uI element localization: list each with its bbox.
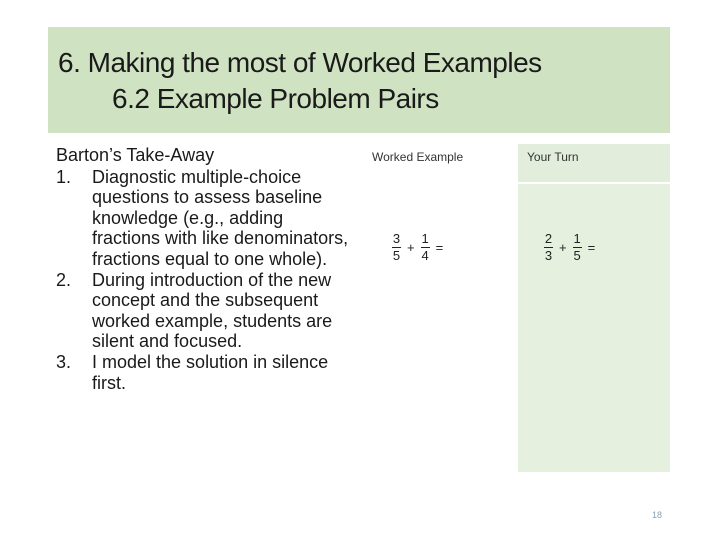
equals-sign: = xyxy=(587,240,596,255)
slide-subtitle: 6.2 Example Problem Pairs xyxy=(112,83,439,114)
worked-example-header: Worked Example xyxy=(364,144,516,182)
numerator: 1 xyxy=(573,231,581,246)
your-turn-body: 2 3 + 1 5 = xyxy=(518,184,670,472)
your-turn-expression: 2 3 + 1 5 = xyxy=(544,232,601,263)
fraction: 1 5 xyxy=(572,231,582,263)
equals-sign: = xyxy=(435,240,444,255)
denominator: 4 xyxy=(421,248,429,263)
header-divider xyxy=(518,182,670,184)
numerator: 3 xyxy=(392,231,401,246)
list-item-text: I model the solution in silence first. xyxy=(92,351,329,393)
plus-sign: + xyxy=(559,240,567,255)
panel-divider xyxy=(516,144,518,472)
list-item-text: Diagnostic multiple-choice questions to … xyxy=(92,166,349,269)
your-turn-panel: Your Turn 2 3 + 1 5 = xyxy=(518,144,670,472)
your-turn-header: Your Turn xyxy=(518,144,670,182)
worked-example-body: 3 5 + 1 4 = xyxy=(364,184,516,472)
fraction: 2 3 xyxy=(544,232,553,263)
fraction: 3 5 xyxy=(392,232,401,263)
denominator: 3 xyxy=(544,248,553,263)
numerator: 1 xyxy=(421,231,429,246)
worked-example-label: Worked Example xyxy=(372,150,464,164)
takeaway-section: Barton’s Take-Away 1. Diagnostic multipl… xyxy=(56,145,356,393)
slide-number: 18 xyxy=(652,510,663,520)
list-item: 2. During introduction of the new concep… xyxy=(56,270,356,352)
list-item: 1. Diagnostic multiple-choice questions … xyxy=(56,167,356,270)
your-turn-label: Your Turn xyxy=(527,150,579,164)
slide-title: 6. Making the most of Worked Examples xyxy=(58,47,542,78)
list-item-number: 2. xyxy=(56,269,72,290)
title-banner: 6. Making the most of Worked Examples 6.… xyxy=(48,27,670,133)
worked-example-expression: 3 5 + 1 4 = xyxy=(392,232,449,263)
list-item: 3. I model the solution in silence first… xyxy=(56,352,356,393)
fraction-bar xyxy=(572,247,582,248)
denominator: 5 xyxy=(573,248,581,263)
fraction: 1 4 xyxy=(420,231,430,263)
denominator: 5 xyxy=(392,248,401,263)
takeaway-heading: Barton’s Take-Away xyxy=(56,145,215,165)
takeaway-list: 1. Diagnostic multiple-choice questions … xyxy=(56,167,356,394)
list-item-text: During introduction of the new concept a… xyxy=(92,269,333,352)
list-item-number: 1. xyxy=(56,166,72,187)
numerator: 2 xyxy=(544,231,553,246)
plus-sign: + xyxy=(407,240,415,255)
fraction-bar xyxy=(420,247,430,248)
worked-example-panel: Worked Example 3 5 + 1 4 = xyxy=(364,144,516,472)
list-item-number: 3. xyxy=(56,351,72,372)
fraction-bar xyxy=(392,247,401,248)
fraction-bar xyxy=(544,247,553,248)
